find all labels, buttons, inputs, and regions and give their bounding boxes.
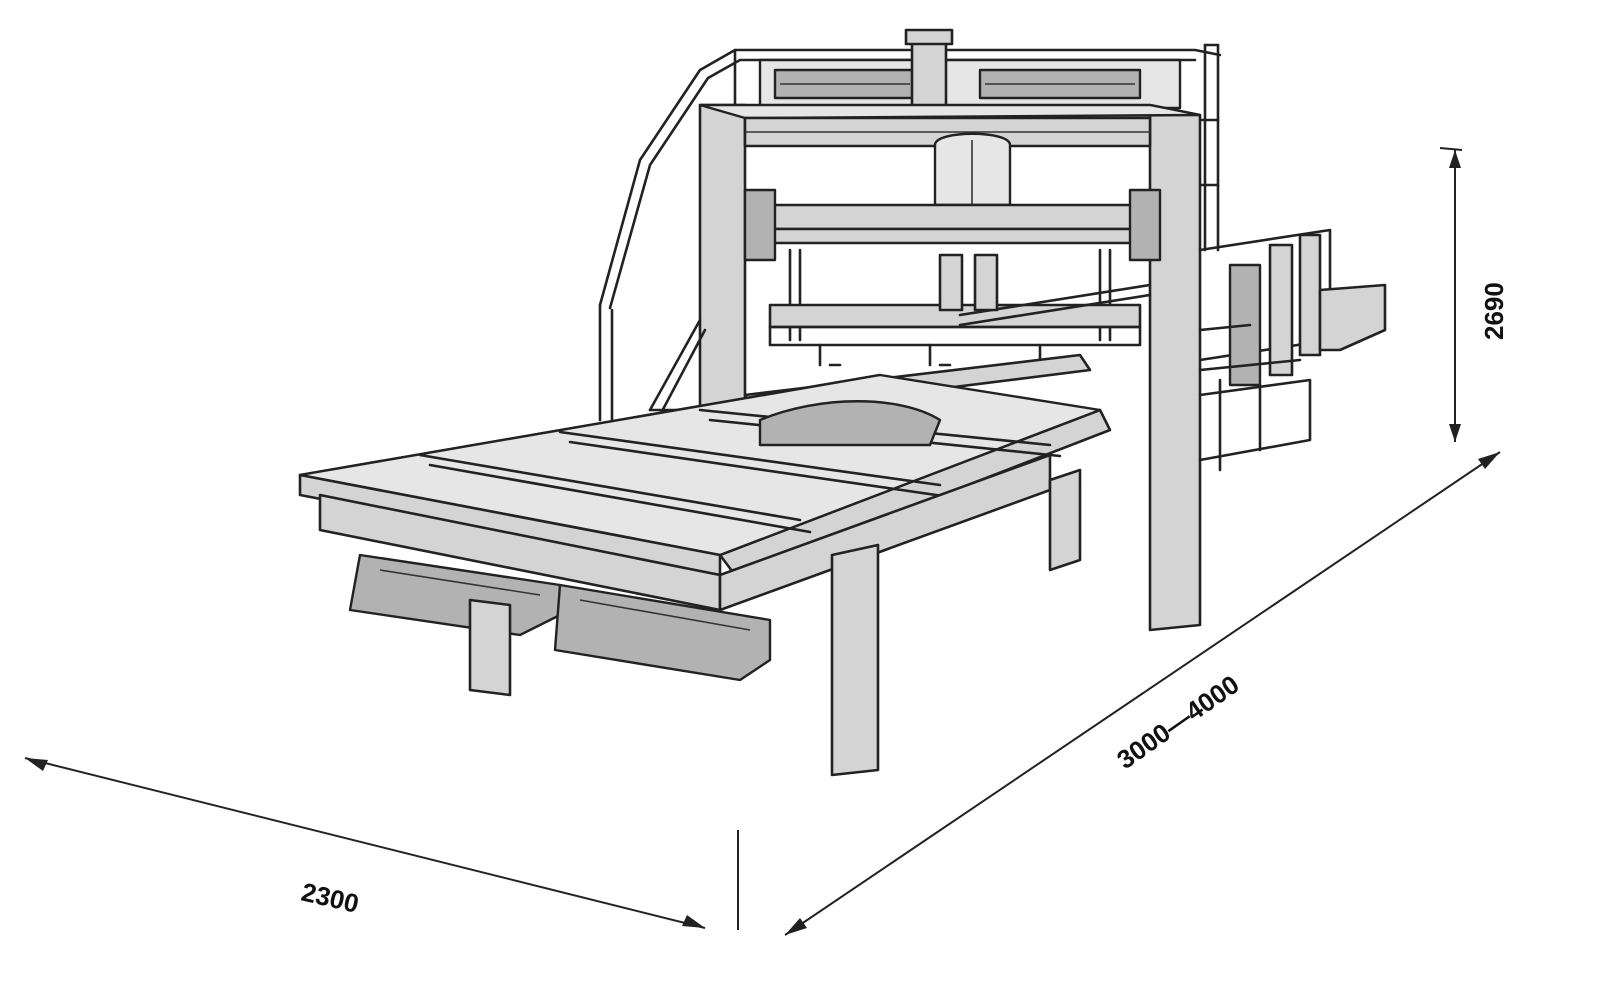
- width-dimension-label: 2300: [299, 877, 362, 919]
- height-dimension-label: 2690: [1479, 282, 1509, 340]
- length-dimension-label: 3000—4000: [1111, 669, 1244, 775]
- dimension-length: [784, 451, 1501, 936]
- dimension-height: [1439, 147, 1463, 442]
- table-legs: [468, 468, 1082, 777]
- dimension-width: [24, 757, 739, 930]
- press-head: [743, 132, 1162, 367]
- feed-table: [298, 353, 1112, 612]
- hydraulic-unit: [1198, 228, 1387, 472]
- top-beam-assembly: [758, 28, 1182, 120]
- rear-truss: [648, 318, 707, 417]
